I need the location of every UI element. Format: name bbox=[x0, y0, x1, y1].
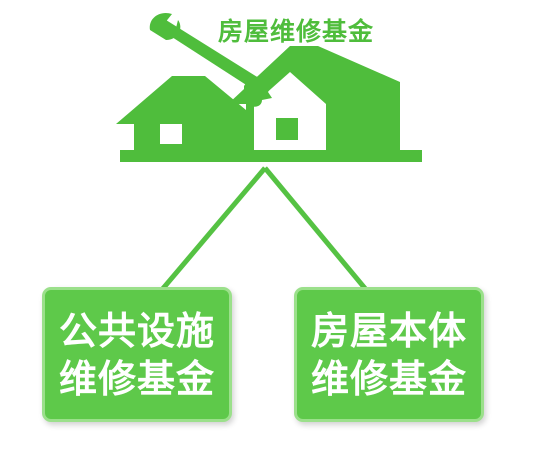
public-facilities-line1: 公共设施 bbox=[58, 308, 215, 353]
connector-right bbox=[263, 166, 370, 294]
house-base bbox=[120, 150, 422, 162]
big-house-facade bbox=[254, 72, 326, 150]
house-icon bbox=[116, 46, 422, 162]
house-body-box: 房屋本体 维修基金 bbox=[294, 287, 484, 422]
public-facilities-box: 公共设施 维修基金 bbox=[42, 287, 232, 422]
connector-lines bbox=[158, 166, 370, 294]
public-facilities-line2: 维修基金 bbox=[58, 356, 215, 401]
small-house-window bbox=[160, 124, 182, 144]
house-body-line1: 房屋本体 bbox=[310, 308, 467, 353]
big-house-window bbox=[276, 118, 298, 140]
small-house bbox=[116, 76, 246, 150]
wrench-head-top bbox=[149, 12, 181, 40]
connector-left bbox=[158, 166, 267, 294]
wrench-head-bottom bbox=[244, 76, 274, 107]
house-body-line2: 维修基金 bbox=[310, 356, 467, 401]
wrench-icon bbox=[149, 12, 274, 107]
wrench-handle bbox=[158, 20, 262, 90]
diagram-title: 房屋维修基金 bbox=[218, 17, 375, 46]
